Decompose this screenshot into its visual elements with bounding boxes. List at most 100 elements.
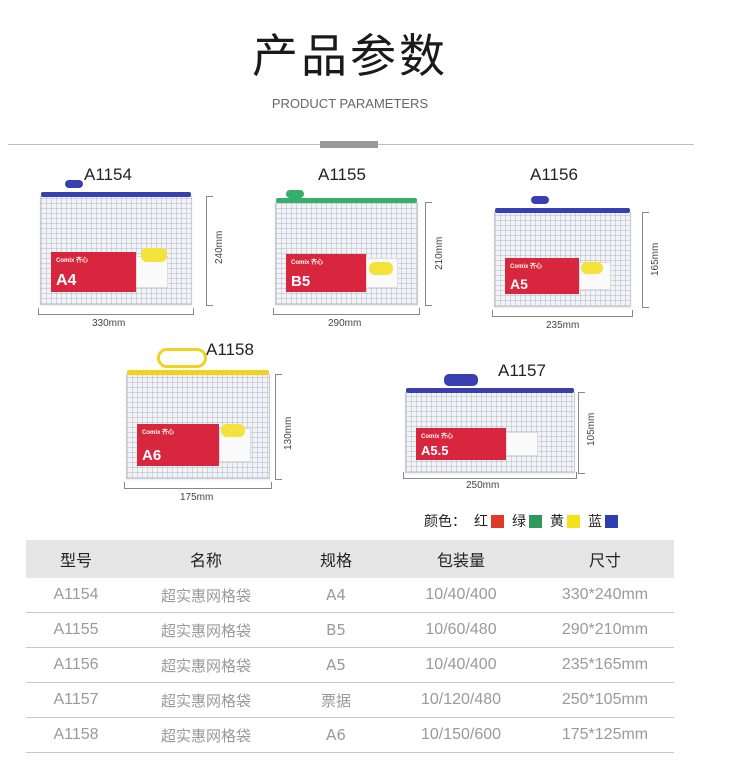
size-tag: A5.5 — [421, 443, 449, 458]
cell-size: 330*240mm — [561, 586, 649, 603]
cell-model: A1154 — [53, 586, 99, 603]
spec-table: 型号 名称 规格 包装量 尺寸 A1154 超实惠网格袋 A4 10/40/40… — [26, 540, 674, 753]
cell-spec: A4 — [326, 586, 346, 604]
product-label: Comix 齐心 B5 — [286, 254, 398, 292]
color-swatch-red: 红 — [474, 511, 504, 531]
cell-model: A1155 — [53, 621, 99, 638]
width-label: 235mm — [546, 320, 580, 331]
zipper-pull — [444, 374, 478, 386]
size-tag: A5 — [510, 276, 528, 292]
zipper — [495, 208, 630, 213]
height-label: 210mm — [434, 236, 445, 270]
brand-logo: Comix 齐心 — [421, 434, 454, 440]
page-title: 产品参数 — [252, 29, 448, 83]
color-name: 黄 — [550, 514, 564, 530]
table-row: A1155 超实惠网格袋 B5 10/60/480 290*210mm — [26, 613, 674, 648]
width-label: 330mm — [92, 318, 126, 329]
product-code: A1158 — [206, 340, 254, 359]
cell-packing: 10/40/400 — [425, 586, 497, 603]
header-cell-packing: 包装量 — [436, 551, 485, 570]
cell-packing: 10/120/480 — [420, 691, 502, 708]
cell-size: 175*125mm — [561, 726, 649, 743]
table-row: A1156 超实惠网格袋 A5 10/40/400 235*165mm — [26, 648, 674, 683]
height-dimension — [206, 196, 213, 306]
brand-logo: Comix 齐心 — [142, 430, 175, 436]
width-dimension — [403, 472, 577, 479]
cell-name: 超实惠网格袋 — [160, 586, 251, 605]
header-cell-model: 型号 — [59, 551, 92, 570]
mesh-bag-image: Comix 齐心 A4 — [40, 180, 192, 305]
cell-packing: 10/60/480 — [425, 621, 497, 638]
color-legend-label: 颜色： — [424, 514, 466, 530]
height-dimension — [275, 374, 282, 480]
header-cell-name: 名称 — [189, 551, 222, 570]
product-label: Comix 齐心 A5 — [505, 258, 611, 294]
color-swatch-yellow: 黄 — [550, 511, 580, 531]
cell-spec: B5 — [326, 621, 346, 639]
color-name: 绿 — [512, 514, 526, 530]
color-swatch-green: 绿 — [512, 511, 542, 531]
product-code: A1155 — [318, 165, 366, 184]
promo-badge — [369, 262, 393, 275]
height-label: 165mm — [650, 242, 661, 276]
color-name: 红 — [474, 514, 488, 530]
product-code: A1157 — [498, 361, 546, 380]
zipper — [276, 198, 417, 203]
cell-packing: 10/40/400 — [425, 656, 497, 673]
table-header: 型号 名称 规格 包装量 尺寸 — [26, 540, 674, 578]
divider-accent — [320, 141, 378, 148]
zipper-pull — [65, 180, 83, 188]
product-code: A1156 — [530, 165, 578, 184]
height-dimension — [425, 202, 432, 306]
mesh-bag-image: Comix 齐心 A5.5 — [405, 374, 575, 473]
zipper-pull — [286, 190, 304, 198]
header-cell-spec: 规格 — [319, 551, 352, 570]
height-label: 130mm — [283, 416, 294, 450]
color-name: 蓝 — [588, 514, 602, 530]
cell-model: A1156 — [53, 656, 99, 673]
zipper — [406, 388, 574, 393]
color-swatch-blue: 蓝 — [588, 511, 618, 531]
height-dimension — [578, 392, 585, 474]
width-label: 250mm — [466, 480, 500, 491]
width-dimension — [273, 308, 420, 315]
height-label: 240mm — [214, 230, 225, 264]
table-row: A1158 超实惠网格袋 A6 10/150/600 175*125mm — [26, 718, 674, 753]
paper-insert — [506, 432, 538, 456]
product-label: Comix 齐心 A4 — [51, 252, 168, 292]
page-subtitle: PRODUCT PARAMETERS — [271, 96, 429, 111]
mesh-bag-image: Comix 齐心 A5 — [494, 196, 631, 307]
promo-badge — [581, 262, 603, 274]
width-dimension — [492, 310, 633, 317]
width-dimension — [38, 308, 194, 315]
cell-name: 超实惠网格袋 — [160, 691, 251, 710]
product-label: Comix 齐心 A5.5 — [416, 428, 538, 460]
brand-logo: Comix 齐心 — [56, 258, 89, 264]
cell-model: A1157 — [53, 691, 99, 708]
table-row: A1154 超实惠网格袋 A4 10/40/400 330*240mm — [26, 578, 674, 613]
cell-size: 235*165mm — [561, 656, 649, 673]
mesh-bag-image: Comix 齐心 B5 — [275, 190, 418, 305]
promo-badge — [221, 424, 245, 437]
cell-spec: 票据 — [320, 691, 351, 710]
zipper — [127, 370, 269, 375]
product-code: A1154 — [84, 165, 132, 184]
height-dimension — [642, 212, 649, 308]
color-legend: 颜色： 红 绿 黄 蓝 — [424, 511, 618, 531]
width-label: 175mm — [180, 492, 214, 503]
brand-logo: Comix 齐心 — [510, 264, 543, 270]
zipper-pull — [157, 348, 207, 368]
color-chip — [529, 514, 542, 528]
height-label: 105mm — [586, 412, 597, 446]
color-chip — [605, 514, 618, 528]
cell-name: 超实惠网格袋 — [160, 656, 251, 675]
cell-packing: 10/150/600 — [420, 726, 502, 743]
brand-logo: Comix 齐心 — [291, 260, 324, 266]
cell-model: A1158 — [53, 726, 99, 743]
cell-name: 超实惠网格袋 — [160, 621, 251, 640]
zipper — [41, 192, 191, 197]
cell-size: 290*210mm — [561, 621, 649, 638]
zipper-pull — [531, 196, 549, 204]
header-cell-size: 尺寸 — [588, 551, 621, 570]
cell-size: 250*105mm — [561, 691, 649, 708]
